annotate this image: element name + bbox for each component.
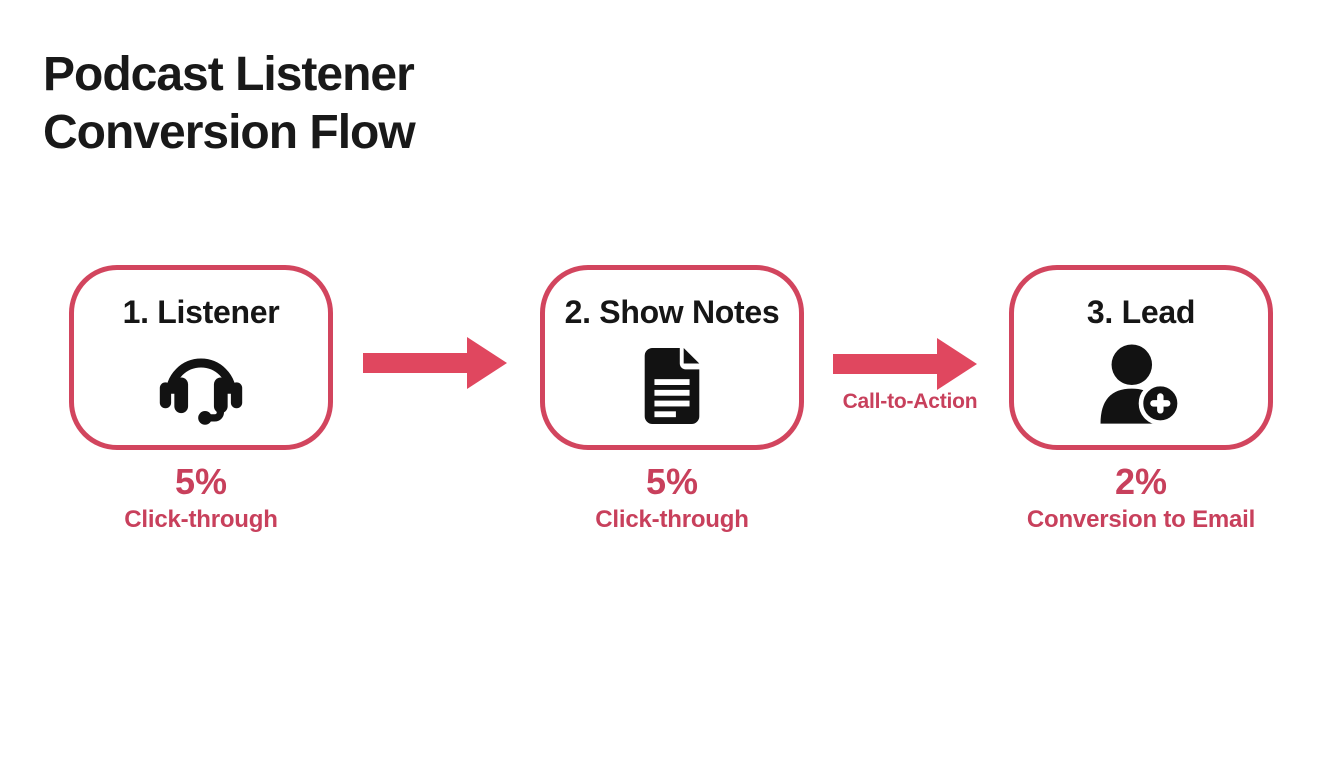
- arrow-right-icon: [363, 337, 507, 389]
- metric-label: Conversion to Email: [1026, 506, 1256, 533]
- metric-listener: 5% Click-through: [69, 463, 333, 533]
- document-icon: [644, 347, 700, 424]
- step-title: 3. Lead: [1086, 294, 1196, 330]
- metric-label: Click-through: [124, 506, 278, 533]
- metric-lead: 2% Conversion to Email: [1009, 463, 1273, 533]
- metric-value: 5%: [174, 461, 228, 502]
- metric-label: Click-through: [595, 506, 749, 533]
- metric-value: 5%: [645, 461, 699, 502]
- headset-icon: [159, 358, 243, 425]
- metric-show-notes: 5% Click-through: [540, 463, 804, 533]
- metric-value: 2%: [1114, 461, 1168, 502]
- page-title: Podcast Listener Conversion Flow: [43, 46, 416, 162]
- step-title: 1. Listener: [122, 294, 280, 330]
- step-box-listener: 1. Listener: [69, 265, 333, 450]
- page-title-line1: Podcast Listener: [43, 48, 415, 101]
- step-title: 2. Show Notes: [564, 294, 780, 330]
- person-add-icon: [1100, 344, 1182, 426]
- connector-label-cta: Call-to-Action: [842, 390, 978, 413]
- arrow-right-icon: [833, 338, 977, 390]
- page-title-line2: Conversion Flow: [43, 106, 416, 159]
- step-box-lead: 3. Lead: [1009, 265, 1273, 450]
- step-box-show-notes: 2. Show Notes: [540, 265, 804, 450]
